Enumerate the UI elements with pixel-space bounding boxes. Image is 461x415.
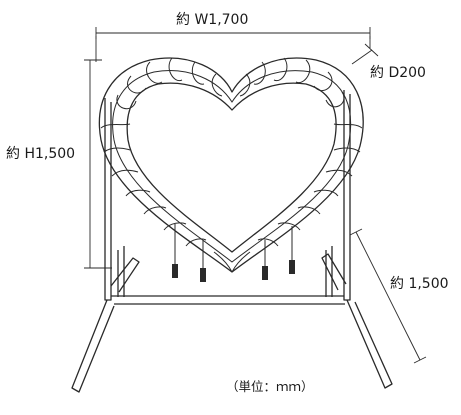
height-dimension: 約 H1,500 [6,59,112,269]
unit-note: （単位：ｍｍ） [226,379,314,394]
heart-wire-frame [98,57,364,273]
width-label: 約 W1,700 [176,12,248,28]
weight-3 [262,266,268,280]
depth-dimension: 約 D200 [351,43,426,81]
weight-4 [289,260,295,274]
base-dimension: 約 1,500 [349,228,449,364]
width-dimension: 約 W1,700 [95,12,371,62]
base-label: 約 1,500 [390,276,449,292]
hanging-weights [172,224,295,282]
weight-1 [172,264,178,278]
height-label: 約 H1,500 [6,146,75,162]
weight-2 [200,268,206,282]
stand-frame [71,90,393,393]
depth-label: 約 D200 [370,65,426,81]
